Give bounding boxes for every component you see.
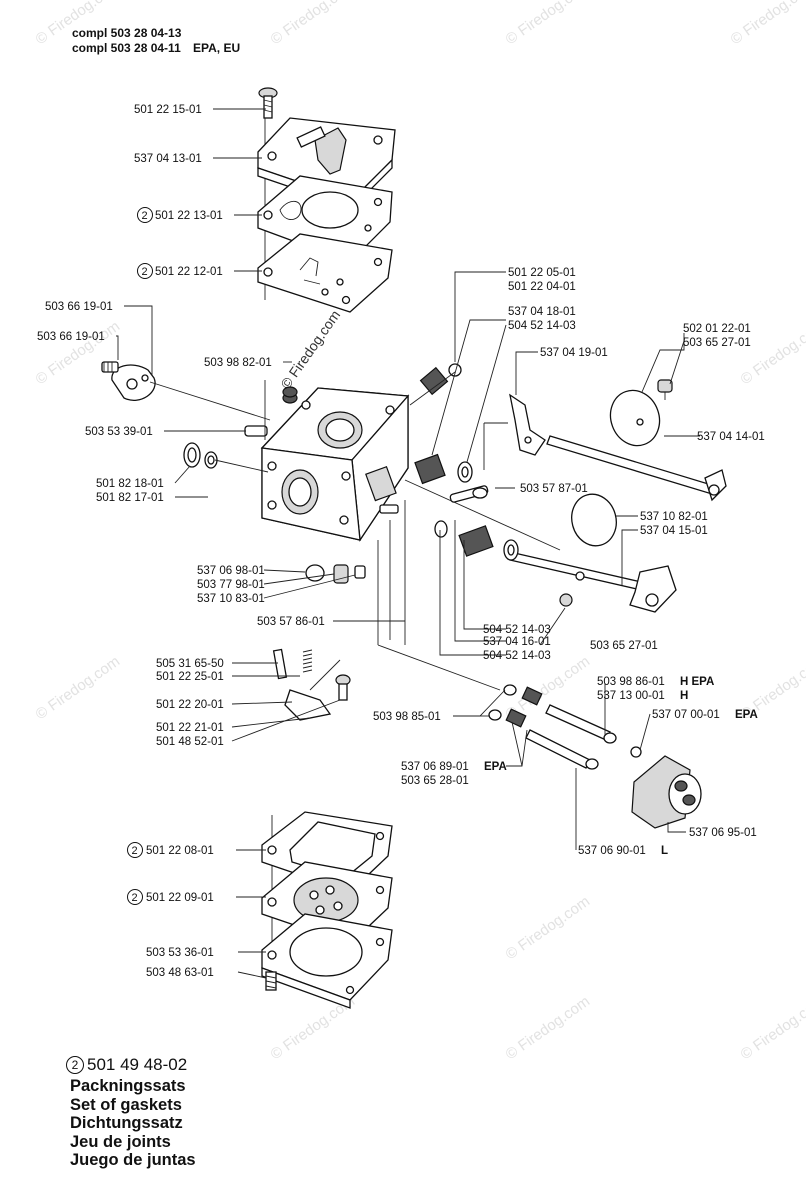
header-line-2: compl 503 28 04-11	[72, 41, 181, 55]
kit-marker: 2	[127, 842, 143, 858]
needle-assembly	[272, 363, 727, 829]
part-label: 537 04 18-01	[508, 306, 576, 318]
part-label: 501 22 20-01	[156, 699, 224, 711]
part-label: 501 22 12-01	[155, 266, 223, 278]
bottom-assembly	[261, 811, 393, 1009]
part-label: 537 04 13-01	[134, 153, 202, 165]
svg-text:2: 2	[132, 845, 138, 857]
part-label: 537 04 15-01	[640, 525, 708, 537]
leader-lines	[116, 108, 700, 979]
part-label: 505 31 65-50	[156, 658, 224, 670]
part-label: 501 48 52-01	[156, 736, 224, 748]
part-label: 503 57 86-01	[257, 616, 325, 628]
part-label: 537 10 83-01	[197, 593, 265, 605]
watermark-center: © Firedog.com	[277, 307, 343, 392]
part-label: 501 82 17-01	[96, 492, 164, 504]
top-cover-assembly	[257, 87, 396, 313]
metering-cover	[261, 913, 393, 1009]
part-label: 503 98 82-01	[204, 357, 272, 369]
part-label: 501 22 04-01	[508, 281, 576, 293]
part-label-suffix: EPA	[484, 761, 507, 773]
part-label: 503 65 27-01	[683, 337, 751, 349]
kit-marker: 2	[127, 889, 143, 905]
spring-ball	[419, 363, 462, 396]
header-line-1: compl 503 28 04-13	[72, 26, 182, 40]
part-label: 504 52 14-03	[483, 650, 551, 662]
part-label: 501 22 05-01	[508, 267, 576, 279]
part-label: 501 22 21-01	[156, 722, 224, 734]
kit-name-de: Dichtungssatz	[70, 1114, 183, 1132]
part-label: 503 66 19-01	[45, 301, 113, 313]
watermark: © Firedog.com	[738, 993, 806, 1063]
part-label: 504 52 14-03	[483, 624, 551, 636]
pump-gasket	[257, 175, 393, 263]
part-label: 503 53 39-01	[85, 426, 153, 438]
left-parts	[101, 361, 298, 473]
part-label: 501 82 18-01	[96, 478, 164, 490]
part-label: 537 06 95-01	[689, 827, 757, 839]
part-label: 503 48 63-01	[146, 967, 214, 979]
part-label: 501 22 15-01	[134, 104, 202, 116]
part-label: 537 13 00-01	[597, 690, 665, 702]
watermark: © Firedog.com	[33, 653, 124, 723]
carburetor-body	[244, 387, 410, 542]
watermark: © Firedog.com	[728, 0, 806, 48]
kit-number-text: 501 49 48-02	[87, 1055, 188, 1074]
part-label: 504 52 14-03	[508, 320, 576, 332]
part-label: 503 77 98-01	[197, 579, 265, 591]
part-label: 537 04 19-01	[540, 347, 608, 359]
metering-screw	[265, 971, 277, 991]
kit-name-fr: Jeu de joints	[70, 1132, 171, 1151]
part-label: 501 22 13-01	[155, 210, 223, 222]
watermark: © Firedog.com	[33, 318, 124, 388]
part-label: 502 01 22-01	[683, 323, 751, 335]
part-label: 503 98 85-01	[373, 711, 441, 723]
part-label: 537 06 89-01	[401, 761, 469, 773]
part-label: 501 22 09-01	[146, 892, 214, 904]
watermark: © Firedog.com	[503, 893, 594, 963]
part-label: 501 22 08-01	[146, 845, 214, 857]
header-line-2-suffix: EPA, EU	[193, 41, 240, 55]
cover-screw	[258, 87, 278, 119]
pump-diaphragm	[257, 233, 393, 313]
watermark: © Firedog.com	[503, 993, 594, 1063]
part-label: 537 04 16-01	[483, 636, 551, 648]
svg-text:2: 2	[132, 892, 138, 904]
watermark: © Firedog.com	[268, 0, 359, 48]
part-label-suffix: H EPA	[680, 676, 714, 688]
svg-text:2: 2	[142, 266, 148, 278]
watermark: © Firedog.com	[503, 0, 594, 48]
throttle-shaft	[546, 435, 727, 502]
part-label: 537 04 14-01	[697, 431, 765, 443]
part-label: 537 06 90-01	[578, 845, 646, 857]
kit-name-es: Juego de juntas	[70, 1151, 196, 1169]
part-label: 537 07 00-01	[652, 709, 720, 721]
kit-marker: 2	[137, 263, 153, 279]
part-label-suffix: EPA	[735, 709, 758, 721]
part-label: 503 57 87-01	[520, 483, 588, 495]
kit-marker-badge: 2	[66, 1056, 84, 1074]
part-label-suffix: L	[661, 845, 668, 857]
kit-marker: 2	[137, 207, 153, 223]
small-spring	[282, 386, 298, 404]
part-label: 503 65 28-01	[401, 775, 469, 787]
part-label: 503 65 27-01	[590, 640, 658, 652]
part-label: 503 98 86-01	[597, 676, 665, 688]
kit-name-en: Set of gaskets	[70, 1095, 182, 1114]
svg-text:2: 2	[142, 210, 148, 222]
part-label: 537 06 98-01	[197, 565, 265, 577]
part-label: 537 10 82-01	[640, 511, 708, 523]
part-label: 503 53 36-01	[146, 947, 214, 959]
part-label: 503 66 19-01	[37, 331, 105, 343]
part-label: 501 22 25-01	[156, 671, 224, 683]
part-labels: 501 22 15-01 537 04 13-01 2 501 22 13-01…	[37, 104, 765, 979]
kit-name-list: Packningssats Set of gaskets Dichtungssa…	[70, 1077, 196, 1170]
part-label-suffix: H	[680, 690, 688, 702]
kit-name-sv: Packningssats	[70, 1077, 186, 1095]
